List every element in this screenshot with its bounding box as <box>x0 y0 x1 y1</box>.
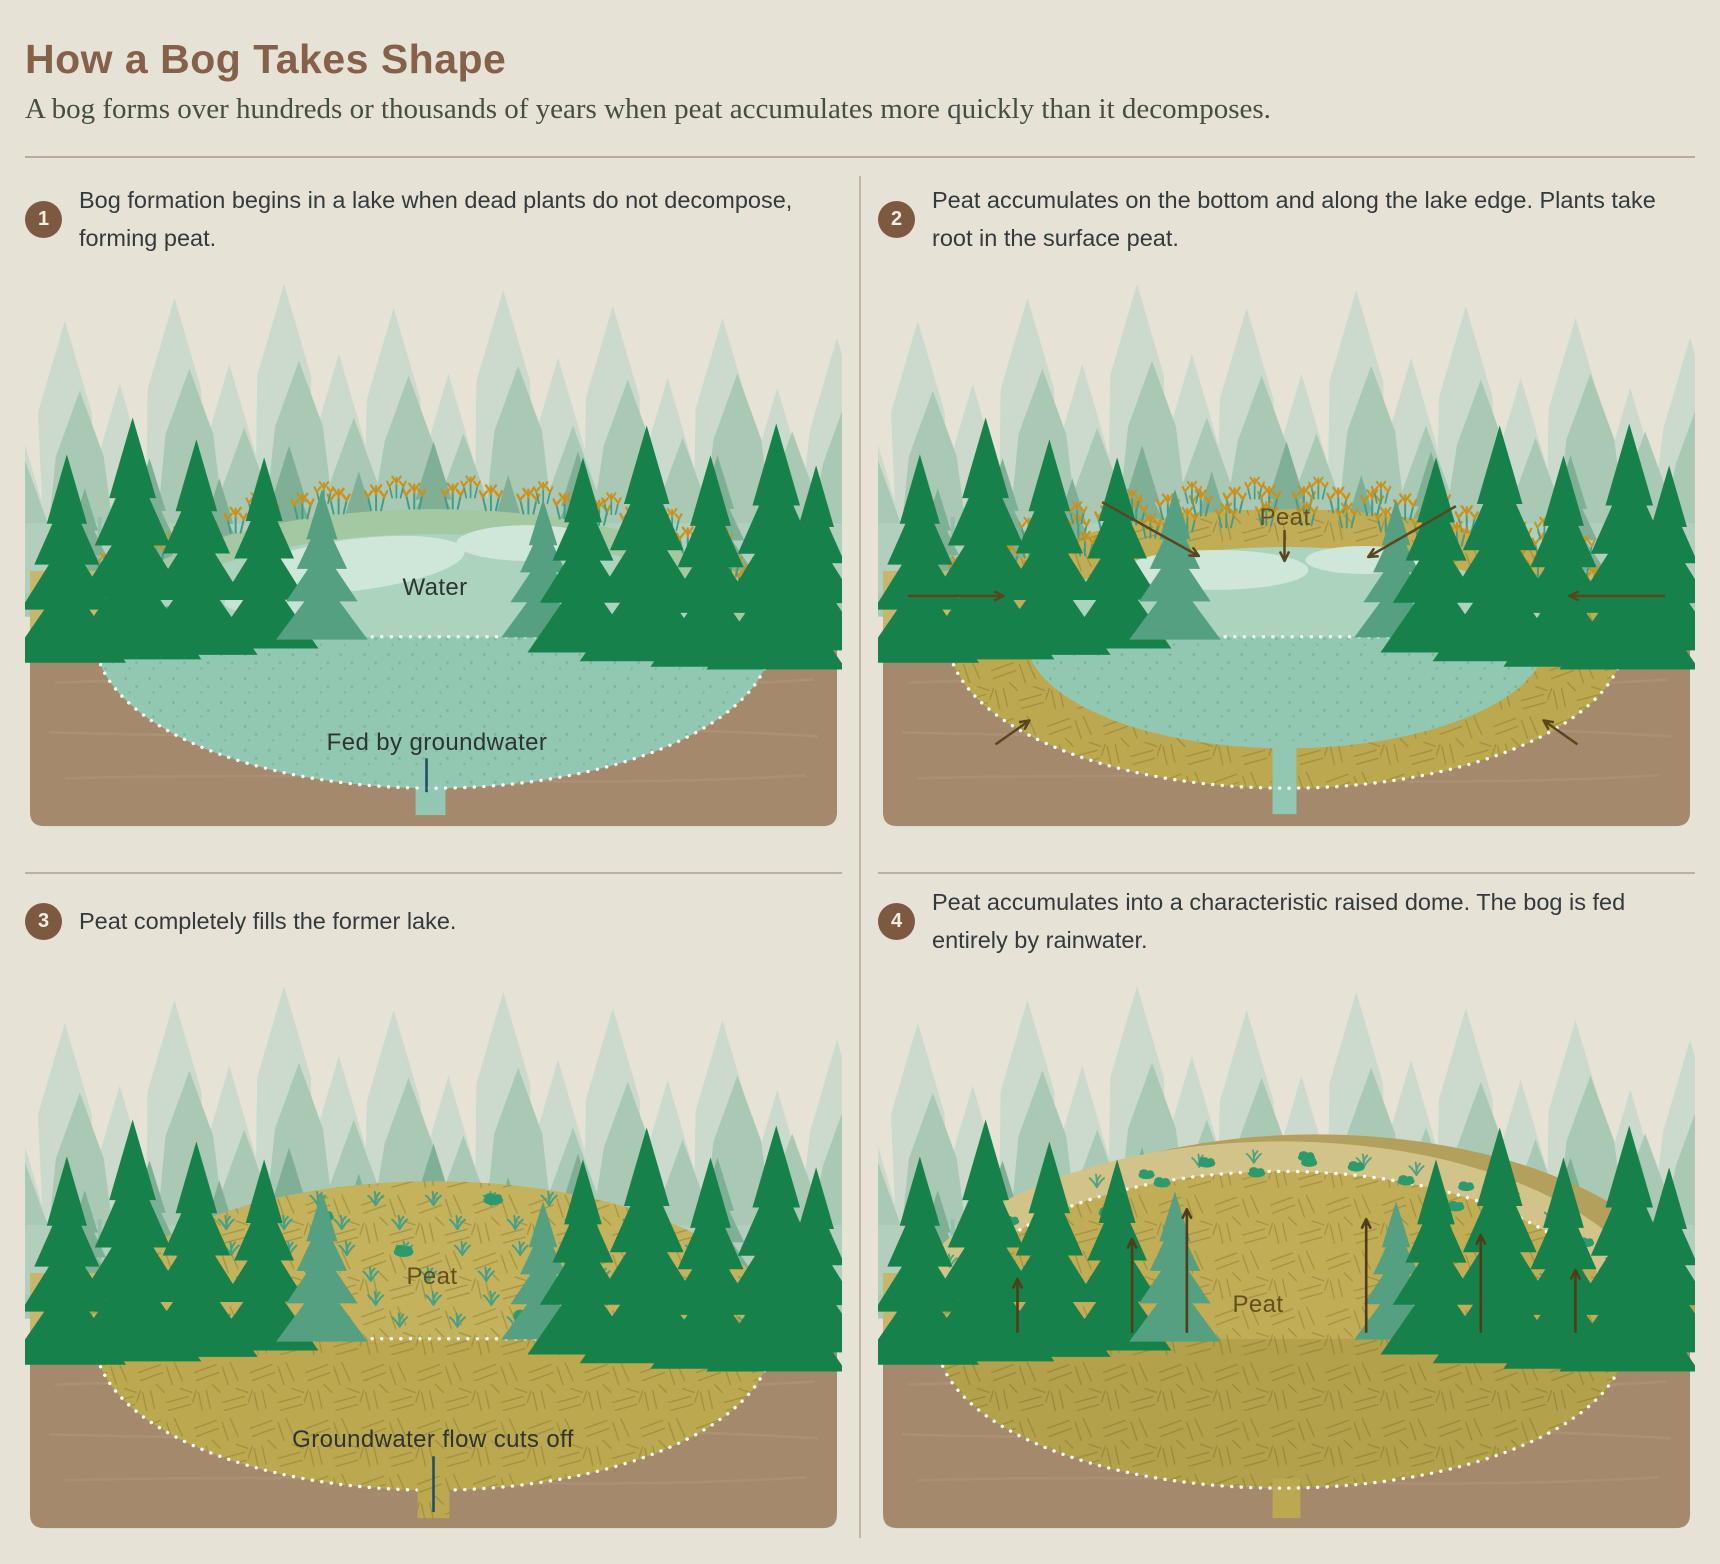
panel-1-art <box>25 283 842 827</box>
left-column: 1 Bog formation begins in a lake when de… <box>25 172 842 1548</box>
panel-3-art <box>25 985 842 1529</box>
panel-2-art <box>878 283 1695 827</box>
panel-grid: 1 Bog formation begins in a lake when de… <box>25 172 1695 1548</box>
right-row-divider <box>878 872 1695 874</box>
panel-4-illustration: Peat <box>878 968 1695 1548</box>
label-fed-by-groundwater: Fed by groundwater <box>326 729 548 756</box>
panel-3-illustration: Peat Groundwater flow cuts off <box>25 968 842 1548</box>
step-2-badge: 2 <box>878 200 915 238</box>
step-3-text: Peat completely fills the former lake. <box>79 907 457 934</box>
label-peat-2: Peat <box>1259 504 1311 531</box>
panel-4-caption: 4 Peat accumulates into a characteristic… <box>878 874 1695 968</box>
step-3-badge: 3 <box>25 902 62 940</box>
panel-1-illustration: Water Fed by groundwater <box>25 266 842 846</box>
vertical-divider <box>859 176 861 1538</box>
step-4-text: Peat accumulates into a characteristic r… <box>932 888 1626 953</box>
label-peat-3: Peat <box>406 1263 458 1290</box>
right-column: 2 Peat accumulates on the bottom and alo… <box>878 172 1695 1548</box>
label-peat-4: Peat <box>1232 1291 1284 1318</box>
label-groundwater-cut-off: Groundwater flow cuts off <box>292 1426 574 1453</box>
step-4-badge: 4 <box>878 902 915 940</box>
page-subtitle: A bog forms over hundreds or thousands o… <box>25 93 1271 125</box>
label-water: Water <box>402 574 468 601</box>
step-1-badge: 1 <box>25 200 62 238</box>
panel-1-caption: 1 Bog formation begins in a lake when de… <box>25 172 842 266</box>
header-divider <box>25 156 1695 158</box>
left-row-divider <box>25 872 842 874</box>
step-2-text: Peat accumulates on the bottom and along… <box>932 186 1656 251</box>
panel-2-illustration: Peat <box>878 266 1695 846</box>
page-title: How a Bog Takes Shape <box>25 36 507 82</box>
panel-3-caption: 3 Peat completely fills the former lake. <box>25 874 842 968</box>
panel-2-caption: 2 Peat accumulates on the bottom and alo… <box>878 172 1695 266</box>
panel-4-art <box>878 985 1695 1529</box>
step-1-text: Bog formation begins in a lake when dead… <box>79 186 793 251</box>
